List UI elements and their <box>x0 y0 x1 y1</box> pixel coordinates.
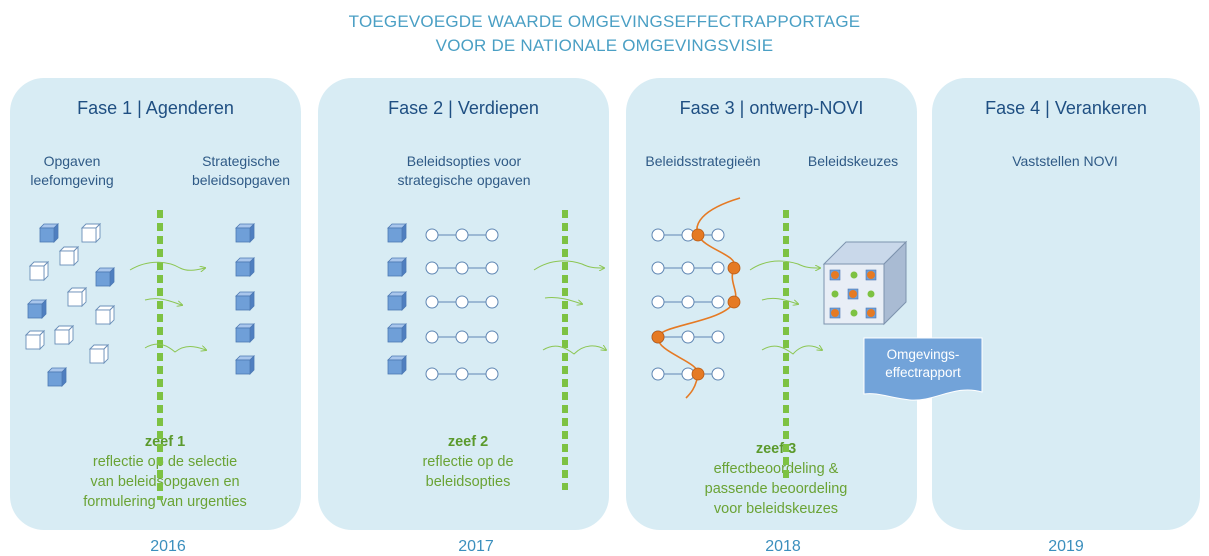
report-line: effectrapport <box>885 365 961 380</box>
zeef-2-text: zeef 2 reflectie op de beleidsopties <box>368 432 568 492</box>
label-line: leefomgeving <box>30 172 114 188</box>
zeef-line: voor beleidskeuzes <box>713 501 839 517</box>
year-2018: 2018 <box>765 538 801 555</box>
zeef-2-title: zeef 2 <box>447 434 489 450</box>
zeef-1-title: zeef 1 <box>144 434 186 450</box>
diagram-title-line1: TOEGEVOEGDE WAARDE OMGEVINGSEFFECTRAPPOR… <box>348 12 861 31</box>
phase-1-label-strategisch: Strategische beleidsopgaven <box>186 152 296 190</box>
zeef-line: reflectie op de selectie <box>92 454 238 470</box>
zeef-line: passende beoordeling <box>704 481 848 497</box>
zeef-line: beleidsopties <box>425 474 511 490</box>
label-line: Beleidsopties voor <box>406 153 522 169</box>
phase-1-cubes <box>25 223 255 387</box>
phase-1-label-opgaven: Opgaven leefomgeving <box>22 152 122 190</box>
zeef-1-text: zeef 1 reflectie op de selectie van bele… <box>60 432 270 512</box>
phase-2-label: Beleidsopties voor strategische opgaven <box>364 152 564 190</box>
label-line: Beleidskeuzes <box>807 153 899 169</box>
phase-3-title: Fase 3 | ontwerp-NOVI <box>679 98 864 118</box>
label-line: Beleidsstrategieën <box>645 153 761 169</box>
year-2016: 2016 <box>150 538 186 555</box>
label-line: strategische opgaven <box>397 172 531 188</box>
phase-2-title: Fase 2 | Verdiepen <box>388 98 539 118</box>
phase-3-strategies <box>651 197 741 399</box>
phase-1-title: Fase 1 | Agenderen <box>77 98 234 118</box>
beleidskeuzes-cube <box>822 240 908 326</box>
phase-2-arrows <box>533 260 606 355</box>
report-line: Omgevings- <box>886 347 960 362</box>
phase-4-panel: Fase 4 | Verankeren <box>932 78 1200 530</box>
report-document-shape <box>863 337 983 401</box>
zeef-line: formulering van urgenties <box>83 494 247 510</box>
diagram-title-line2: VOOR DE NATIONALE OMGEVINGSVISIE <box>435 36 774 55</box>
report-label: Omgevings- effectrapport <box>864 346 982 382</box>
label-line: Vaststellen NOVI <box>1012 153 1118 169</box>
phase-2-options <box>387 223 499 381</box>
label-line: Strategische <box>202 153 280 169</box>
year-2017: 2017 <box>458 538 494 555</box>
zeef-line: van beleidsopgaven en <box>90 474 240 490</box>
label-line: beleidsopgaven <box>191 172 291 188</box>
year-2019: 2019 <box>1048 538 1084 555</box>
phase-4-title: Fase 4 | Verankeren <box>985 98 1147 118</box>
phase-3-arrows <box>749 260 822 355</box>
phase-3-label-keuzes: Beleidskeuzes <box>798 152 908 171</box>
label-line: Opgaven <box>43 153 101 169</box>
phase-1-arrows <box>129 261 206 353</box>
zeef-line: reflectie op de <box>422 454 514 470</box>
zeef-line: effectbeoordeling & <box>713 461 839 477</box>
phase-3-label-strategieen: Beleidsstrategieën <box>628 152 778 171</box>
phase-4-label: Vaststellen NOVI <box>990 152 1140 171</box>
